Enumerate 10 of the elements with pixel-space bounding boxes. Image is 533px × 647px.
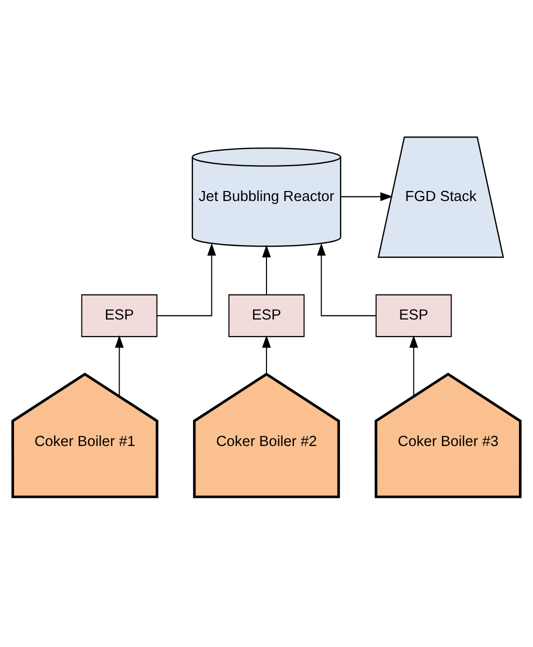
arrow [262,244,271,295]
arrow [409,335,418,396]
node-box: ESP [228,294,305,338]
arrow [340,192,393,202]
arrow [157,243,216,316]
node-box: ESP [376,294,452,338]
node-box: ESP [81,294,158,338]
arrow [316,243,376,316]
arrow [114,335,124,396]
arrow [262,335,271,374]
